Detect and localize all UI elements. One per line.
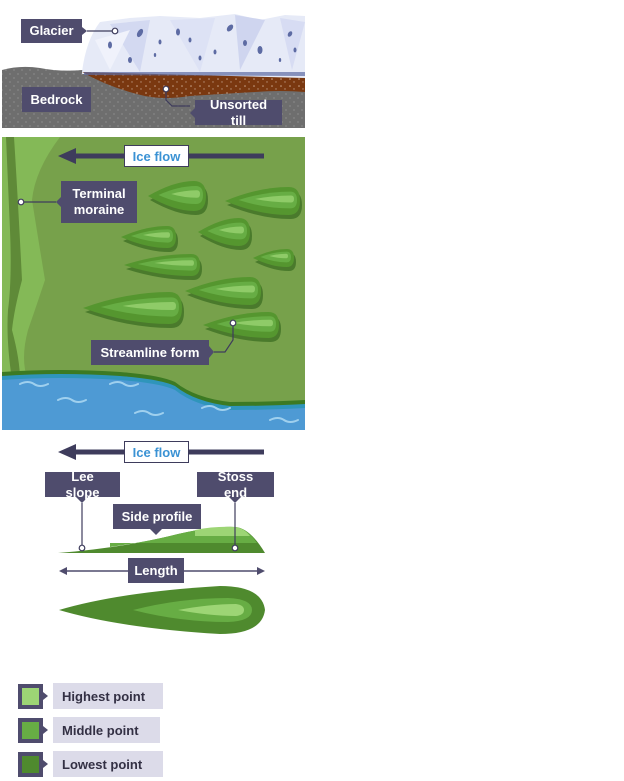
- legend-label-highest: Highest point: [53, 683, 163, 709]
- terminal-moraine-marker: [17, 198, 25, 206]
- drumlin-highest: [154, 260, 194, 266]
- length-label: Length: [128, 558, 184, 583]
- unsorted-till-layer: [82, 72, 305, 98]
- glacier-label: Glacier: [21, 19, 82, 43]
- legend-pointer: [43, 692, 48, 700]
- plan-drumlin-highest: [178, 604, 244, 616]
- lee-slope-marker: [78, 544, 86, 552]
- terminal-moraine-dark: [6, 137, 22, 380]
- streamline-form-label: Streamline form: [91, 340, 209, 365]
- drumlin-highest: [269, 253, 288, 259]
- legend-pointer: [43, 726, 48, 734]
- side-profile-label: Side profile: [113, 504, 201, 529]
- ice-flow-label-plan: Ice flow: [124, 145, 189, 167]
- drumlin-highest: [122, 302, 176, 310]
- ice-flow-label-profile: Ice flow: [124, 441, 189, 463]
- legend-swatch-middle-fill: [22, 722, 39, 739]
- drumlin-highest: [233, 319, 273, 327]
- legend-swatch-lowest-fill: [22, 756, 39, 773]
- rock-fragments: [108, 24, 297, 63]
- water-ripples: [19, 381, 299, 423]
- till-marker: [162, 85, 170, 93]
- side-profile-highest: [195, 526, 250, 536]
- ice-flow-arrowhead-profile: [58, 444, 76, 460]
- bedrock-label: Bedrock: [22, 87, 91, 112]
- length-arrow-right: [257, 567, 265, 575]
- till-cross-section: [2, 14, 305, 128]
- drumlin-profile-diagram: [58, 444, 265, 634]
- drumlin-plan-view: [2, 137, 305, 430]
- unsorted-till-label: Unsorted till: [195, 97, 282, 128]
- legend-label-middle: Middle point: [53, 717, 160, 743]
- legend-pointer: [43, 760, 48, 768]
- drumlin-highest: [255, 195, 294, 203]
- drumlin-highest: [215, 285, 255, 293]
- ice-flow-arrowhead: [58, 148, 76, 164]
- length-arrow-left: [59, 567, 67, 575]
- drumlin-highest: [171, 190, 200, 198]
- streamline-marker: [229, 319, 237, 327]
- lee-slope-label: Lee slope: [45, 469, 120, 500]
- drumlin-highest: [143, 232, 170, 238]
- stoss-end-label: Stoss end: [197, 469, 274, 500]
- legend-swatch-highest-fill: [22, 688, 39, 705]
- stoss-end-marker: [231, 544, 239, 552]
- drumlin-highest: [218, 226, 244, 234]
- legend-label-lowest: Lowest point: [53, 751, 163, 777]
- glacier-marker: [111, 27, 119, 35]
- terminal-moraine-label: Terminal moraine: [61, 181, 137, 223]
